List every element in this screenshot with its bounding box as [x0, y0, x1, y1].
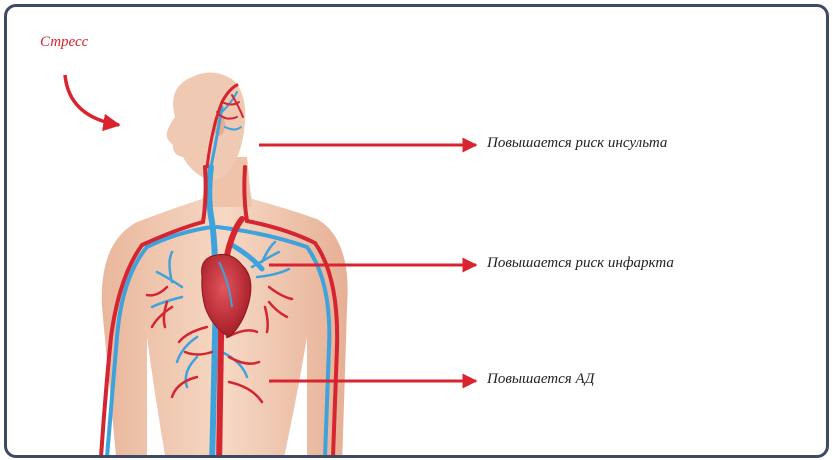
circulatory-system-illustration: [7, 7, 826, 455]
diagram-frame: Стресс Повышается риск инсульта Повышает…: [4, 4, 829, 458]
effect-label-infarction-risk: Повышается риск инфаркта: [487, 255, 674, 272]
effect-label-stroke-risk: Повышается риск инсульта: [487, 135, 667, 152]
effect-label-blood-pressure: Повышается АД: [487, 371, 594, 388]
stress-label: Стресс: [40, 34, 88, 51]
stress-arrow: [65, 75, 119, 125]
